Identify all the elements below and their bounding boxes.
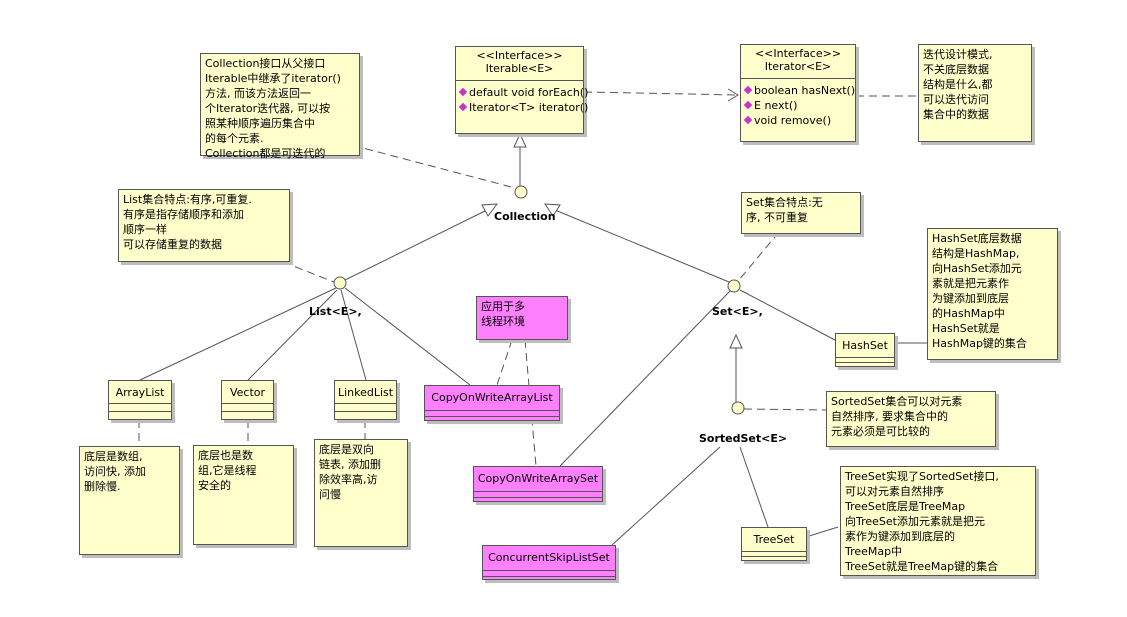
note-list[interactable]: List集合特点:有序,可重复. 有序是指存储顺序和添加 顺序一样 可以存储重复… [118,189,290,262]
method-icon [743,100,753,110]
class-divider [836,357,894,358]
iterable-stereotype: <<Interface>> [476,49,563,62]
edge-note-cowas [524,339,537,467]
class-divider [335,411,396,412]
iterator-interface[interactable]: <<Interface>> Iterator<E> boolean hasNex… [740,44,856,142]
method-icon [743,115,753,125]
class-divider [109,411,171,412]
class-divider [222,411,273,412]
iterable-header: <<Interface>> Iterable<E> [456,47,583,81]
note-hashset[interactable]: HashSet底层数据 结构是HashMap, 向HashSet添加元 素就是把… [927,228,1058,360]
edge-cslset-sortedset [611,446,721,546]
triangle-iterable [513,132,527,148]
note-iterator[interactable]: 迭代设计模式, 不关底层数据 结构是什么,都 可以迭代访问 集合中的数据 [918,44,1032,142]
class-copyonwritearrayset[interactable]: CopyOnWriteArraySet [473,466,603,502]
edge-cowal-list [344,287,471,386]
edge-treeset-sortedset [739,446,769,528]
method-icon [743,85,753,95]
note-set[interactable]: Set集合特点:无 序, 不可重复 [741,192,861,234]
interface-set-circle [727,279,741,293]
edge-hashset-set [739,289,836,341]
iterable-op: default void forEach() [458,85,588,100]
edge-arraylist-list [139,287,337,381]
class-treeset[interactable]: TreeSet [741,527,807,561]
iterator-op: E next() [743,98,853,113]
edge-note-set [738,231,780,281]
edge-cowas-set [559,290,731,467]
edge-linkedlist-list [340,289,367,381]
iterator-name: Iterator<E> [764,60,832,73]
edge-note-cowal [496,339,513,386]
note-multithread[interactable]: 应用于多 线程环境 [476,296,568,340]
class-hashset[interactable]: HashSet [835,333,895,367]
edge-set-collection [554,209,730,283]
class-divider [335,403,396,404]
iterator-stereotype: <<Interface>> [754,47,842,60]
triangle-list [481,203,499,217]
class-divider [109,403,171,404]
label-collection[interactable]: Collection [494,210,556,223]
label-sortedset[interactable]: SortedSet<E> [699,432,788,445]
note-vector[interactable]: 底层也是数 组,它是线程 安全的 [193,445,294,545]
class-concurrentskiplistset[interactable]: ConcurrentSkipListSet [482,545,616,580]
iterable-interface[interactable]: <<Interface>> Iterable<E> default void f… [455,46,588,134]
iterable-ops: default void forEach() Iterator<T> itera… [456,81,588,115]
class-arraylist[interactable]: ArrayList [108,380,172,420]
class-divider [742,551,806,552]
arrow-head-iterator [727,88,739,102]
edge-iterable-iterator [583,91,739,96]
label-set[interactable]: Set<E>, [712,305,763,318]
class-divider [742,556,806,557]
interface-list-circle [333,276,347,290]
method-icon [458,87,468,97]
class-divider [474,491,602,492]
iterator-op: boolean hasNext() [743,83,855,98]
note-arraylist[interactable]: 底层是数组, 访问快, 添加 删除慢. [79,446,180,555]
class-divider [474,497,602,498]
edge-treeset-note [805,526,839,538]
class-divider [483,570,615,571]
class-linkedlist[interactable]: LinkedList [334,380,397,420]
interface-collection-circle [514,185,528,199]
class-vector[interactable]: Vector [221,380,274,420]
iterable-name: Iterable<E> [485,62,554,75]
label-list[interactable]: List<E>, [309,305,362,318]
class-divider [222,403,273,404]
class-divider [483,576,615,577]
interface-sortedset-circle [731,401,745,415]
note-treeset[interactable]: TreeSet实现了SortedSet接口, 可以对元素自然排序 TreeSet… [840,466,1036,576]
triangle-sortedset [729,333,743,349]
note-linkedlist[interactable]: 底层是双向 链表, 添加删 除效率高,访 问慢 [314,439,408,547]
note-sortedset[interactable]: SortedSet集合可以对元素 自然排序, 要求集合中的 元素必须是可比较的 [826,391,996,447]
iterator-header: <<Interface>> Iterator<E> [741,45,855,79]
edge-note-sortedset [743,408,827,411]
method-icon [458,102,468,112]
class-divider [836,362,894,363]
triangle-set [544,203,561,217]
class-divider [425,410,559,411]
edge-note-list [282,261,335,283]
edge-vector-list [247,289,338,381]
edge-list-collection [342,209,488,282]
class-divider [425,416,559,417]
edge-note-collection [339,141,516,189]
iterator-ops: boolean hasNext() E next() void remove() [741,79,855,128]
iterable-op: Iterator<T> iterator() [458,100,588,115]
class-copyonwritearraylist[interactable]: CopyOnWriteArrayList [424,385,560,421]
iterator-op: void remove() [743,113,853,128]
note-collection[interactable]: Collection接口从父接口 Iterable中继承了iterator() … [200,53,360,160]
